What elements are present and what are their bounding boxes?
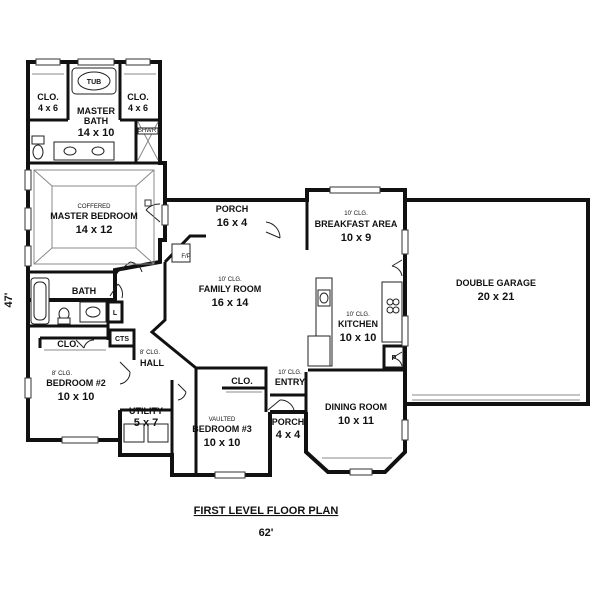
porch-rear-size: 16 x 4 — [217, 217, 248, 229]
bedroom2-closet: CLO. — [57, 339, 79, 349]
breakfast-name: BREAKFAST AREA — [315, 219, 398, 229]
master-bath-name-2: BATH — [84, 116, 108, 126]
width-dimension: 62' — [259, 527, 274, 539]
hall-note: 8' CLG. — [140, 350, 160, 356]
linen-label: L — [113, 310, 118, 317]
clo-right-name: CLO. — [127, 92, 149, 102]
entry-name: ENTRY — [275, 377, 305, 387]
bedroom2-name: BEDROOM #2 — [46, 378, 106, 388]
porch-front-name: PORCH — [272, 417, 305, 427]
master-bedroom-name: MASTER BEDROOM — [50, 211, 138, 221]
interior-walls — [28, 62, 406, 475]
breakfast-note: 10' CLG. — [344, 211, 368, 217]
bedroom2-note: 8' CLG. — [52, 371, 72, 377]
plan-title: FIRST LEVEL FLOOR PLAN — [194, 505, 339, 517]
master-bath-name-1: MASTER — [77, 106, 116, 116]
breakfast-size: 10 x 9 — [341, 232, 372, 244]
dining-size: 10 x 11 — [338, 415, 374, 427]
doors — [75, 203, 403, 411]
utility-name: UTILITY — [129, 406, 163, 416]
shwr-label: SHWR — [138, 128, 157, 134]
hall-name: HALL — [140, 358, 164, 368]
porch-rear-name: PORCH — [216, 204, 249, 214]
windows — [24, 58, 409, 479]
master-bedroom-size: 14 x 12 — [76, 224, 113, 236]
bedroom3-size: 10 x 10 — [204, 437, 241, 449]
clo-left-size: 4 x 6 — [38, 103, 58, 113]
bedroom3-name: BEDROOM #3 — [192, 424, 252, 434]
family-room-name: FAMILY ROOM — [199, 284, 262, 294]
garage-size: 20 x 21 — [478, 291, 515, 303]
kitchen-name: KITCHEN — [338, 319, 378, 329]
family-room-note: 10' CLG. — [218, 277, 242, 283]
tub-label: TUB — [87, 79, 101, 86]
kitchen-size: 10 x 10 — [340, 332, 377, 344]
bedroom2-size: 10 x 10 — [58, 391, 95, 403]
dining-name: DINING ROOM — [325, 402, 387, 412]
pantry-label: P — [392, 355, 397, 362]
fixtures — [30, 67, 580, 459]
master-bath-size: 14 x 10 — [78, 127, 115, 139]
bath-name: BATH — [72, 286, 96, 296]
bedroom3-closet: CLO. — [231, 376, 253, 386]
utility-size: 5 x 7 — [134, 417, 158, 429]
exterior-walls — [26, 60, 590, 477]
clo-left-name: CLO. — [37, 92, 59, 102]
bedroom3-note: VAULTED — [209, 417, 236, 423]
entry-note: 10' CLG. — [278, 370, 302, 376]
fireplace-label: F/P — [181, 254, 190, 260]
master-bedroom-note: COFFERED — [78, 204, 112, 210]
garage-name: DOUBLE GARAGE — [456, 278, 536, 288]
depth-dimension: 47' — [3, 292, 15, 307]
room-labels: CLO. 4 x 6 TUB CLO. 4 x 6 MASTER BATH 14… — [37, 79, 536, 449]
family-room-size: 16 x 14 — [212, 297, 250, 309]
clo-right-size: 4 x 6 — [128, 103, 148, 113]
kitchen-note: 10' CLG. — [346, 312, 370, 318]
porch-front-size: 4 x 4 — [276, 429, 301, 441]
cts-label: CTS — [115, 336, 129, 343]
